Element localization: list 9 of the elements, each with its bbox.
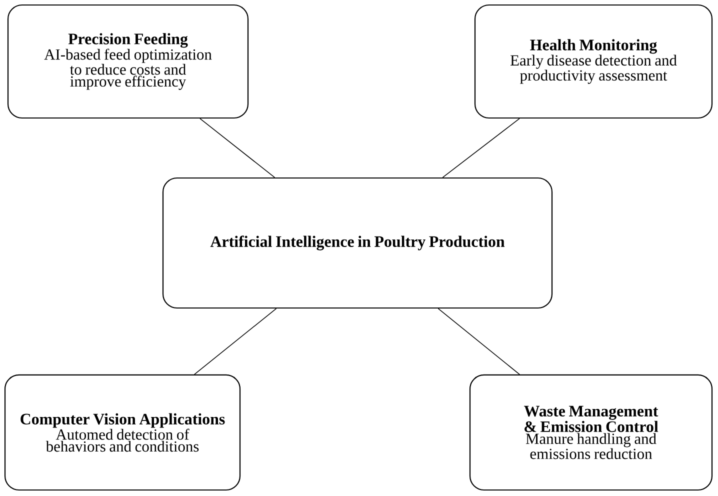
connector-line	[194, 308, 277, 375]
topic-box: Precision Feeding AI-based feed optimization to reduce costs and improve efficiency	[7, 4, 249, 119]
topic-box: Health Monitoring Early disease detection and productivity assessment	[474, 4, 713, 119]
topic-box: Computer Vision Applications Automed detection of behaviors and conditions	[4, 374, 241, 491]
connector-line	[438, 308, 520, 375]
connector-line	[200, 118, 276, 178]
topic-box: Artificial Intelligence in Poultry Production	[162, 177, 553, 309]
topic-box: Waste Management & Emission Control Manure handling and emissions reduction	[469, 374, 713, 491]
connector-line	[442, 118, 520, 178]
